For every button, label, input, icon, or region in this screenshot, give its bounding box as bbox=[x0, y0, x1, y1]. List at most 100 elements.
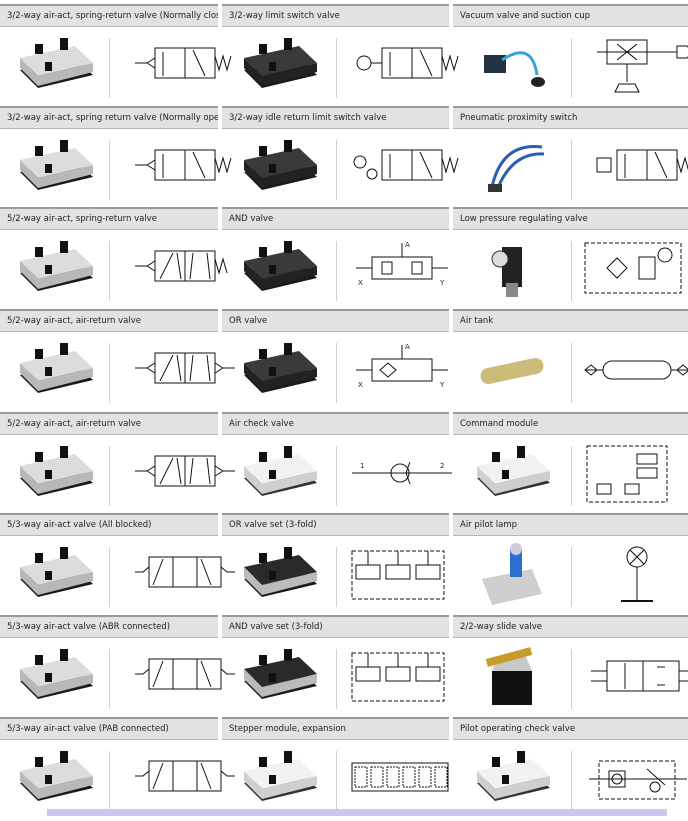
divider bbox=[336, 446, 337, 506]
catalog-item: Pneumatic proximity switch bbox=[453, 106, 688, 206]
item-title: Air pilot lamp bbox=[453, 513, 688, 536]
pneumatic-symbol-slide-2-2 bbox=[577, 643, 688, 709]
catalog-item: OR valve A X Y bbox=[222, 309, 449, 409]
divider bbox=[336, 343, 337, 403]
item-title: 2/2-way slide valve bbox=[453, 615, 688, 638]
divider bbox=[109, 751, 110, 811]
divider bbox=[571, 446, 572, 506]
product-photo bbox=[229, 743, 329, 813]
bottom-bar bbox=[47, 809, 667, 816]
product-photo bbox=[229, 641, 329, 711]
item-title: Pilot operating check valve bbox=[453, 717, 688, 740]
divider bbox=[336, 38, 337, 98]
product-photo bbox=[462, 641, 562, 711]
item-title: 3/2-way air-act, spring-return valve (No… bbox=[0, 4, 218, 27]
product-photo bbox=[462, 30, 562, 100]
divider bbox=[109, 343, 110, 403]
item-title: 3/2-way idle return limit switch valve bbox=[222, 106, 449, 129]
item-title: Pneumatic proximity switch bbox=[453, 106, 688, 129]
catalog-item: Vacuum valve and suction cup bbox=[453, 4, 688, 104]
divider bbox=[571, 241, 572, 301]
catalog-item: Pilot operating check valve bbox=[453, 717, 688, 817]
item-title: Vacuum valve and suction cup bbox=[453, 4, 688, 27]
pneumatic-symbol-vacuum bbox=[577, 32, 688, 98]
item-title: 5/3-way air-act valve (PAB connected) bbox=[0, 717, 218, 740]
product-photo bbox=[229, 438, 329, 508]
symbol-label: Y bbox=[439, 279, 445, 287]
pneumatic-symbol-valve-5-3 bbox=[115, 643, 235, 709]
catalog-item: 5/2-way air-act, air-return valve bbox=[0, 412, 235, 512]
divider bbox=[336, 547, 337, 607]
item-title: AND valve set (3-fold) bbox=[222, 615, 449, 638]
catalog-item: Air pilot lamp bbox=[453, 513, 688, 613]
symbol-label: A bbox=[405, 241, 410, 249]
item-title: 3/2-way limit switch valve bbox=[222, 4, 449, 27]
catalog-item: 3/2-way air-act, spring-return valve (No… bbox=[0, 4, 232, 104]
product-photo bbox=[229, 539, 329, 609]
product-photo bbox=[229, 132, 329, 202]
pneumatic-symbol-valve-3-2-roller bbox=[342, 32, 462, 98]
product-photo bbox=[5, 335, 105, 405]
divider bbox=[571, 343, 572, 403]
product-photo bbox=[229, 335, 329, 405]
pneumatic-symbol-and-valve: A X Y bbox=[342, 235, 462, 301]
divider bbox=[109, 547, 110, 607]
product-photo bbox=[5, 641, 105, 711]
pneumatic-symbol-tank bbox=[577, 337, 688, 403]
catalog-item: 5/2-way air-act, spring-return valve bbox=[0, 207, 228, 307]
item-title: Air tank bbox=[453, 309, 688, 332]
item-title: 5/2-way air-act, air-return valve bbox=[0, 309, 218, 332]
catalog-item: 2/2-way slide valve bbox=[453, 615, 688, 715]
catalog-item: AND valve set (3-fold) bbox=[222, 615, 449, 715]
pneumatic-symbol-valve-5-2-air bbox=[115, 440, 235, 506]
symbol-label: Y bbox=[439, 381, 445, 389]
item-title: OR valve bbox=[222, 309, 449, 332]
pneumatic-symbol-valve-5-3 bbox=[115, 745, 235, 811]
symbol-label: X bbox=[358, 279, 363, 287]
symbol-label: X bbox=[358, 381, 363, 389]
pneumatic-symbol-valve-5-2-spring bbox=[115, 235, 235, 301]
catalog-item: 3/2-way air-act, spring return valve (No… bbox=[0, 106, 232, 206]
pneumatic-symbol-valve-3-2-air bbox=[115, 32, 235, 98]
item-title: AND valve bbox=[222, 207, 449, 230]
pneumatic-symbol-pilot-check bbox=[577, 745, 688, 811]
product-photo bbox=[5, 233, 105, 303]
catalog-item: 3/2-way limit switch valve bbox=[222, 4, 459, 104]
product-photo bbox=[5, 132, 105, 202]
pneumatic-symbol-or-set bbox=[342, 541, 462, 607]
item-title: Air check valve bbox=[222, 412, 449, 435]
item-title: Low pressure regulating valve bbox=[453, 207, 688, 230]
item-title: Stepper module, expansion bbox=[222, 717, 449, 740]
product-photo bbox=[229, 30, 329, 100]
divider bbox=[109, 38, 110, 98]
catalog-item: 5/2-way air-act, air-return valve bbox=[0, 309, 235, 409]
catalog-item: 3/2-way idle return limit switch valve bbox=[222, 106, 459, 206]
product-photo bbox=[462, 539, 562, 609]
divider bbox=[336, 241, 337, 301]
divider bbox=[109, 649, 110, 709]
item-title: 5/2-way air-act, air-return valve bbox=[0, 412, 218, 435]
product-photo bbox=[462, 233, 562, 303]
catalog-item: Stepper module, expansion bbox=[222, 717, 449, 817]
pneumatic-symbol-and-set bbox=[342, 643, 462, 709]
pneumatic-symbol-valve-5-2-air bbox=[115, 337, 235, 403]
item-title: 5/3-way air-act valve (All blocked) bbox=[0, 513, 218, 536]
divider bbox=[109, 446, 110, 506]
item-title: 5/2-way air-act, spring-return valve bbox=[0, 207, 218, 230]
product-photo bbox=[462, 438, 562, 508]
catalog-item: 5/3-way air-act valve (ABR connected) bbox=[0, 615, 235, 715]
symbol-label: A bbox=[405, 343, 410, 351]
pneumatic-symbol-valve-3-2-prox bbox=[577, 134, 688, 200]
divider bbox=[336, 140, 337, 200]
pneumatic-symbol-stepper bbox=[342, 745, 462, 811]
symbol-label: 2 bbox=[440, 462, 444, 470]
pneumatic-symbol-lamp bbox=[577, 541, 688, 607]
divider bbox=[336, 751, 337, 811]
item-title: OR valve set (3-fold) bbox=[222, 513, 449, 536]
pneumatic-symbol-or-valve: A X Y bbox=[342, 337, 462, 403]
catalog-item: 5/3-way air-act valve (All blocked) bbox=[0, 513, 235, 613]
item-title: 5/3-way air-act valve (ABR connected) bbox=[0, 615, 218, 638]
divider bbox=[571, 140, 572, 200]
